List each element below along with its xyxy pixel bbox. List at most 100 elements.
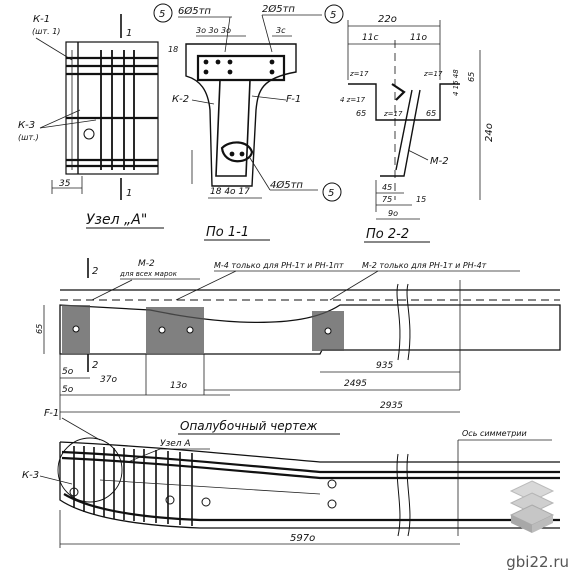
label-4z17: 4 z=17 (340, 96, 366, 104)
embed-plate-m4 (146, 307, 204, 353)
dim-18: 18 (168, 45, 178, 54)
leader-m2-section (407, 149, 429, 161)
dims-bottom: 18 4о 17 (210, 187, 250, 197)
dim-75: 75 (382, 195, 392, 204)
cut-mark-1-bottom: 1 (126, 188, 132, 199)
leader-4f5 (249, 157, 271, 191)
dim-110-right: 11о (410, 33, 427, 43)
title-section-1-1: По 1-1 (206, 225, 249, 240)
hole-plate-4 (324, 327, 332, 335)
leader-f1-section (251, 95, 287, 101)
leader-k3-b (39, 119, 97, 129)
dim-220: 22о (378, 14, 397, 25)
leader-k2 (191, 99, 215, 105)
hook-m2-top (391, 83, 406, 101)
title-section-2-2: По 2-2 (366, 227, 409, 242)
stirrup-vertical (215, 79, 251, 177)
dim-50-a: 5о (62, 367, 74, 377)
callout-5-top-circle (153, 3, 173, 23)
label-k3-count: (шт.) (18, 133, 39, 142)
dim-65-vertical: 65 (467, 72, 476, 82)
elev-top-edge (59, 441, 560, 463)
detail-node-a: К-1 (шт. 1) 1 К-3 (шт.) 35 1 Узел „А" (18, 14, 164, 229)
section-2-2: 22о 11с 11о z=17 z=17 z=17 4 z=17 65 65 … (340, 14, 495, 243)
dim-65-plan: 65 (35, 324, 44, 334)
label-symmetry-axis: Ось симметрии (462, 429, 527, 438)
elev-bar-bottom (63, 493, 560, 522)
dim-240: 24о (484, 123, 495, 142)
cut-mark-1-top: 1 (126, 28, 132, 39)
elev-break-left (396, 453, 401, 537)
label-k3-elev: К-3 (22, 470, 39, 481)
hole-plate-1 (72, 325, 80, 333)
bar-dot-6 (269, 59, 275, 65)
label-m4-note: М-4 только для РН-1т и РН-1пт (214, 261, 344, 270)
plan-body (59, 304, 561, 355)
dim-2935: 2935 (380, 401, 403, 411)
form-profile-2-2 (348, 83, 460, 121)
dim-3c: 3с (276, 26, 286, 35)
label-m2-section: М-2 (430, 156, 449, 167)
elev-hole-5 (327, 479, 337, 489)
callout-5-top: 5 (159, 9, 165, 20)
dim-65-left: 65 (356, 109, 366, 118)
elev-bottom-edge (59, 442, 560, 529)
callout-5-bottom: 5 (328, 188, 334, 199)
bar-dot-3 (227, 59, 233, 65)
label-f1-section: F-1 (286, 94, 301, 105)
leader-6f5 (224, 16, 231, 53)
bar-dot-5 (227, 69, 233, 75)
break-line-right (406, 283, 411, 361)
dim-2495: 2495 (344, 379, 367, 389)
cage-bottom (220, 141, 254, 163)
hole-plate-2 (158, 326, 166, 334)
elev-hole-2 (165, 495, 175, 505)
bar-dot-8 (229, 151, 235, 157)
dim-5970: 597о (290, 533, 315, 544)
bar-dot-4 (203, 69, 209, 75)
callout-5-top-right-circle (324, 4, 344, 24)
callout-5-top-right: 5 (330, 10, 336, 21)
dim-370: 37о (100, 375, 117, 385)
dim-65-right: 65 (426, 109, 436, 118)
leader-m4 (175, 270, 237, 301)
title-node-a: Узел „А" (86, 212, 147, 228)
bar-dot-7 (269, 69, 275, 75)
dim-935: 935 (376, 361, 393, 371)
hole-plate-3 (186, 326, 194, 334)
plan-view: 2 М-2 для всех марок М-4 только для РН-1… (35, 258, 561, 420)
label-z17-b: z=17 (423, 70, 443, 78)
dim-90: 9о (388, 209, 398, 218)
label-z17-c: z=17 (383, 110, 403, 118)
callout-5-bottom-circle (322, 182, 342, 202)
node-a-outline (65, 41, 159, 175)
leader-m2-only (329, 270, 379, 301)
elev-hole-1 (69, 487, 79, 497)
dim-130: 13о (170, 381, 187, 391)
reinforcement-elevation: Опалубочный чертеж F-1 Узел А Ось симмет… (22, 408, 560, 548)
label-4f5: 4Ø5тп (270, 179, 303, 191)
dim-45: 45 (382, 183, 392, 192)
leader-f1-elev (61, 417, 101, 441)
elev-inner-line (99, 479, 321, 495)
label-2f5: 2Ø5тп (262, 3, 295, 15)
dims-vertical-small: 4 15 48 (452, 69, 460, 96)
title-formwork: Опалубочный чертеж (180, 419, 318, 433)
elev-bar-top-1 (61, 450, 560, 474)
cage-top (196, 54, 286, 82)
label-m2-only-note: М-2 только для РН-1т и РН-4т (362, 261, 487, 270)
label-k2: К-2 (172, 94, 189, 105)
dim-110-left: 11с (362, 33, 378, 43)
elev-hole-4 (327, 499, 337, 509)
label-f1-elev: F-1 (44, 408, 59, 419)
cut-mark-2-top: 2 (92, 266, 98, 277)
elev-break-right (406, 453, 411, 537)
hole-node-a (83, 128, 95, 140)
label-6f5: 6Ø5тп (178, 5, 211, 17)
bar-dot-9 (239, 151, 245, 157)
label-z17-a: z=17 (349, 70, 369, 78)
label-m2-plan: М-2 (138, 259, 155, 269)
label-k3: К-3 (18, 120, 35, 131)
plate-m2-inner (395, 89, 413, 171)
